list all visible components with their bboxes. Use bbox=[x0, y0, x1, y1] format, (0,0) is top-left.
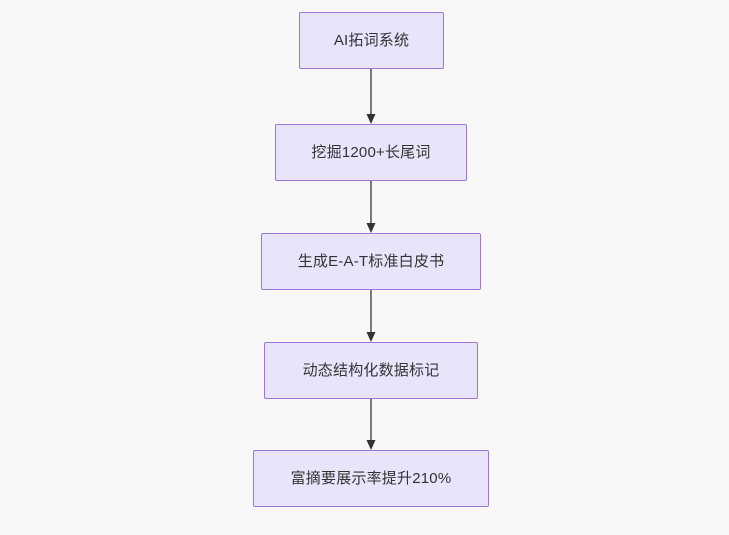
flow-node-3[interactable]: 生成E-A-T标准白皮书 bbox=[261, 233, 481, 290]
flow-node-4[interactable]: 动态结构化数据标记 bbox=[264, 342, 478, 399]
flow-edge-3 bbox=[363, 290, 379, 342]
flow-edge-1 bbox=[363, 69, 379, 124]
flow-node-5[interactable]: 富摘要展示率提升210% bbox=[253, 450, 489, 507]
flow-node-label: 挖掘1200+长尾词 bbox=[311, 143, 431, 161]
flow-node-2[interactable]: 挖掘1200+长尾词 bbox=[275, 124, 467, 181]
flow-node-label: 富摘要展示率提升210% bbox=[290, 469, 452, 487]
flow-edge-2 bbox=[363, 181, 379, 233]
flow-node-label: 生成E-A-T标准白皮书 bbox=[297, 252, 445, 270]
flow-node-label: AI拓词系统 bbox=[333, 31, 410, 49]
flow-edge-4 bbox=[363, 399, 379, 450]
flow-node-label: 动态结构化数据标记 bbox=[302, 361, 440, 379]
flow-node-1[interactable]: AI拓词系统 bbox=[299, 12, 444, 69]
